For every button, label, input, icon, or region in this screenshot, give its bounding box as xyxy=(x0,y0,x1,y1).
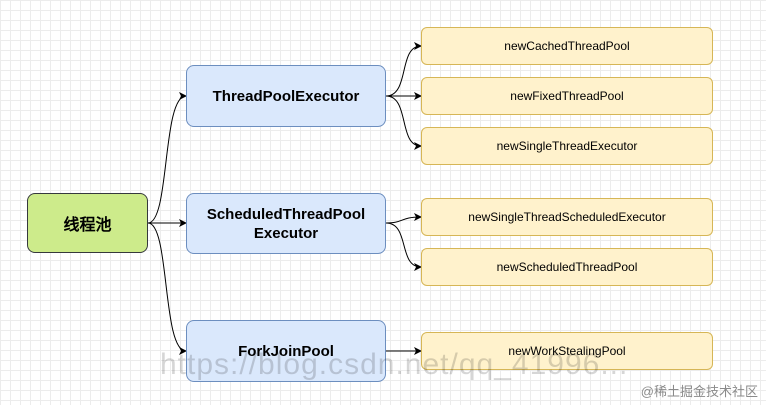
node-forkjoinpool: ForkJoinPool xyxy=(186,320,386,382)
node-threadpoolexecutor: ThreadPoolExecutor xyxy=(186,65,386,127)
root-node-thread-pool: 线程池 xyxy=(27,193,148,253)
node-newsinglethreadscheduledexecutor: newSingleThreadScheduledExecutor xyxy=(421,198,713,236)
url-watermark: https://blog.csdn.net/qq_41996... xyxy=(160,348,629,381)
node-newfixedthreadpool-label: newFixedThreadPool xyxy=(510,89,624,103)
node-newsinglethreadexecutor: newSingleThreadExecutor xyxy=(421,127,713,165)
edge-tpe-single xyxy=(385,95,422,150)
node-newworkstealingpool: newWorkStealingPool xyxy=(421,332,713,370)
node-newsinglethreadscheduledexecutor-label: newSingleThreadScheduledExecutor xyxy=(468,210,666,224)
node-newsinglethreadexecutor-label: newSingleThreadExecutor xyxy=(496,139,638,153)
edge-stpe-singlescheduled xyxy=(385,213,422,224)
source-credit: @稀土掘金技术社区 xyxy=(640,384,758,399)
edge-root-forkjoinpool xyxy=(147,222,187,355)
node-scheduledthreadpoolexecutor: ScheduledThreadPool Executor xyxy=(186,193,386,254)
node-newcachedthreadpool: newCachedThreadPool xyxy=(421,27,713,65)
node-scheduledthreadpoolexecutor-label: ScheduledThreadPool Executor xyxy=(206,205,366,242)
node-newscheduledthreadpool-label: newScheduledThreadPool xyxy=(496,260,638,274)
edge-root-threadpoolexecutor xyxy=(147,92,187,224)
edge-tpe-cached xyxy=(385,42,422,97)
node-newfixedthreadpool: newFixedThreadPool xyxy=(421,77,713,115)
node-forkjoinpool-label: ForkJoinPool xyxy=(238,342,334,360)
node-newcachedthreadpool-label: newCachedThreadPool xyxy=(504,39,630,53)
node-newscheduledthreadpool: newScheduledThreadPool xyxy=(421,248,713,286)
node-threadpoolexecutor-label: ThreadPoolExecutor xyxy=(212,87,360,105)
node-newworkstealingpool-label: newWorkStealingPool xyxy=(508,344,626,358)
edge-stpe-scheduled xyxy=(385,222,422,271)
root-node-label: 线程池 xyxy=(63,217,112,234)
